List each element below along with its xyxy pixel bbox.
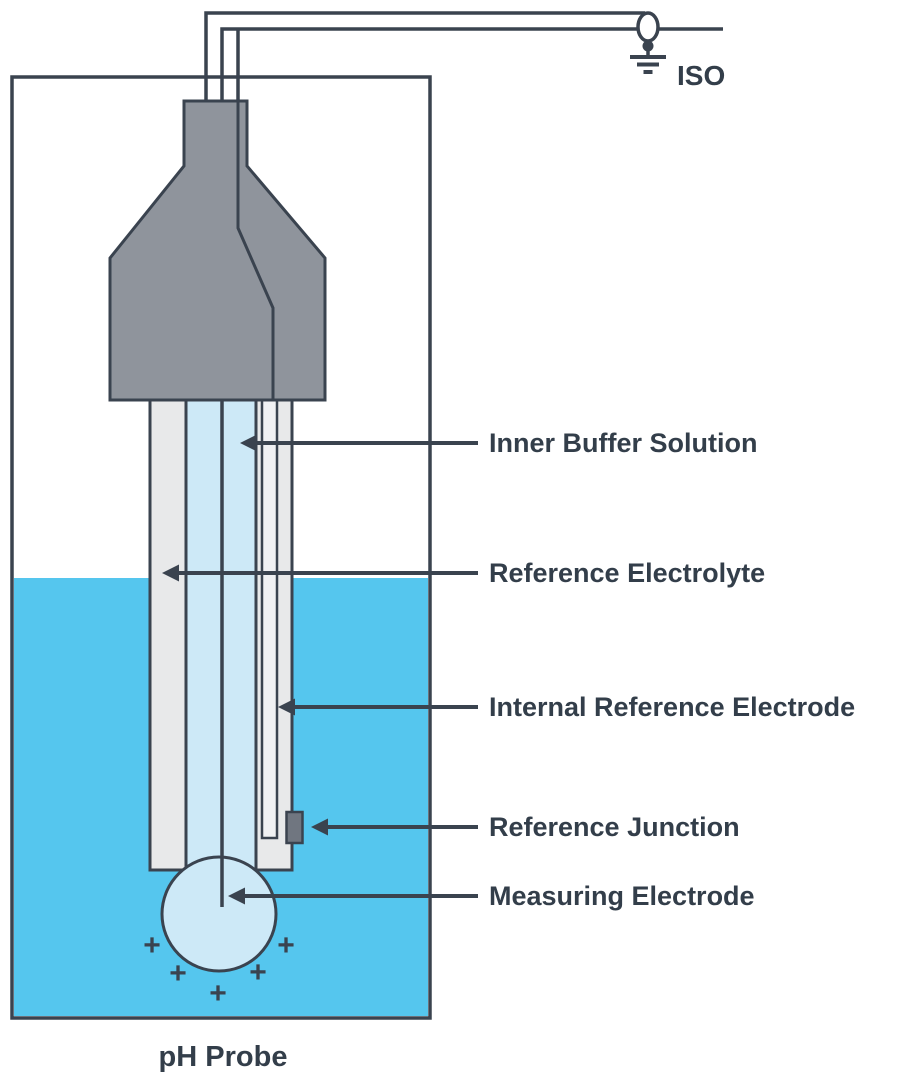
plus-sign: +: [249, 956, 267, 989]
callout-label: Inner Buffer Solution: [489, 428, 757, 458]
probe-body: [108, 99, 327, 973]
arrowhead-left-icon: [311, 818, 328, 836]
callout-internal-reference-electrode: Internal Reference Electrode: [278, 692, 855, 722]
callout-measuring-electrode: Measuring Electrode: [228, 881, 755, 911]
arrowhead-left-icon: [228, 887, 245, 905]
callout-label: Reference Electrolyte: [489, 558, 765, 588]
plus-sign: +: [169, 957, 187, 990]
wire-middle: [220, 27, 723, 110]
callout-reference-electrolyte: Reference Electrolyte: [162, 558, 765, 588]
callout-reference-junction: Reference Junction: [311, 812, 740, 842]
reference-junction-block: [285, 810, 304, 845]
charge-plus-signs: + + + + +: [143, 929, 295, 1010]
plus-sign: +: [143, 929, 161, 962]
connector-dot: [642, 40, 654, 52]
plus-sign: +: [209, 977, 227, 1010]
plus-sign: +: [277, 929, 295, 962]
cap-mold-line: [236, 101, 275, 400]
callout-label: Internal Reference Electrode: [489, 692, 855, 722]
diagram-title: pH Probe: [159, 1041, 288, 1073]
ground-symbol-icon: [630, 55, 666, 74]
arrowhead-left-icon: [240, 434, 257, 452]
iso-label: ISO: [677, 60, 725, 91]
connector-ellipse: [636, 11, 660, 43]
callout-label: Reference Junction: [489, 812, 740, 842]
callout-inner-buffer-solution: Inner Buffer Solution: [240, 428, 757, 458]
cable-wires: ISO: [204, 11, 725, 110]
arrowhead-left-icon: [278, 698, 295, 716]
arrowhead-left-icon: [162, 564, 179, 582]
probe-cap: [108, 99, 327, 402]
glass-bulb: [160, 855, 278, 973]
wire-left: [204, 11, 645, 110]
callout-label: Measuring Electrode: [489, 881, 755, 911]
internal-reference-electrode-tube: [260, 398, 279, 840]
